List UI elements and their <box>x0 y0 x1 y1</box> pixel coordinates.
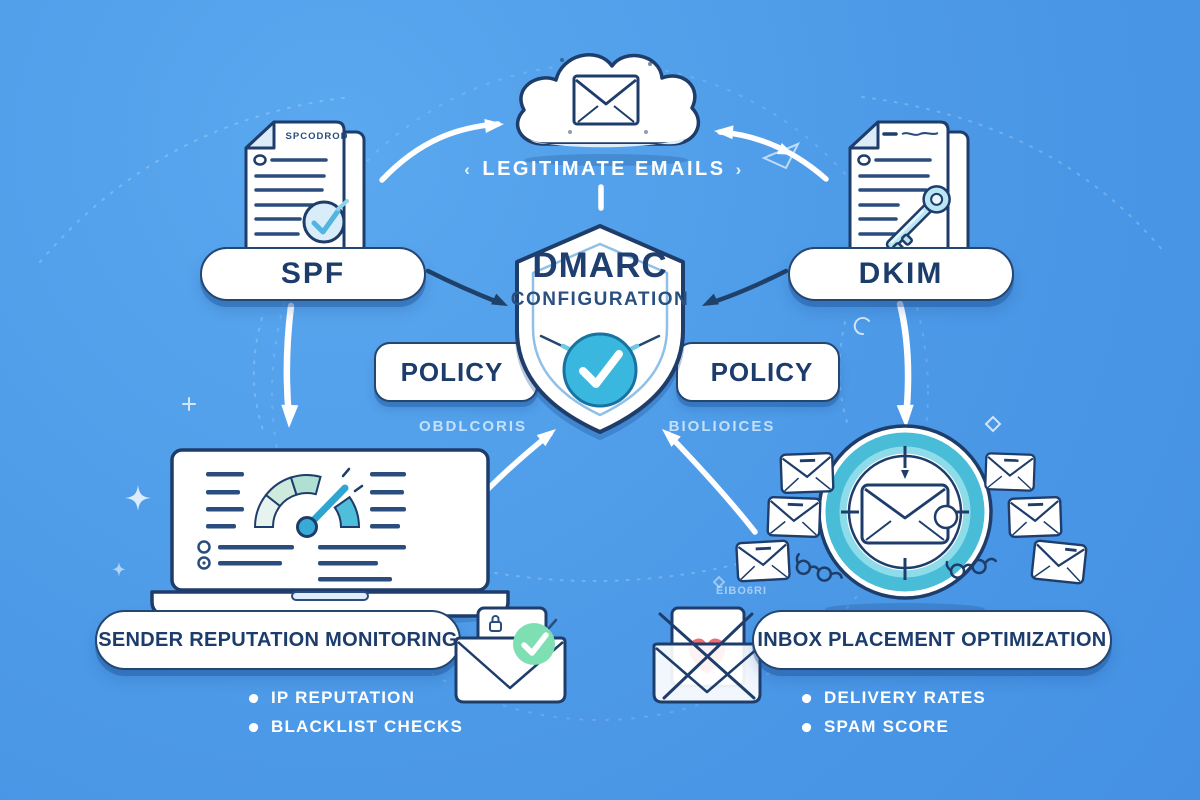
bullet-label: DELIVERY RATES <box>824 688 986 707</box>
arrow-dkim-to-target <box>896 300 912 422</box>
shield-check-circle <box>562 332 638 408</box>
legitimate-emails-text: LEGITIMATE EMAILS <box>482 158 726 180</box>
bullet-icon <box>247 692 260 704</box>
envelope-icon <box>735 539 791 583</box>
policy-left-node: POLICY <box>374 342 538 402</box>
list-item: SPAM SCORE <box>800 717 986 737</box>
sender-reputation-label: SENDER REPUTATION MONITORING <box>98 628 458 651</box>
glasses-doodle <box>945 557 998 579</box>
policy-left-label: POLICY <box>400 356 504 387</box>
inbox-bullets: DELIVERY RATES SPAM SCORE <box>800 688 986 737</box>
bullet-icon <box>800 721 813 733</box>
plus-doodle <box>182 397 196 411</box>
dmarc-title: DMARC <box>532 246 668 285</box>
bullet-label: IP REPUTATION <box>271 688 416 707</box>
left-tick: ‹ <box>464 160 473 179</box>
policy-right-label: POLICY <box>710 356 814 387</box>
glasses-doodle <box>795 552 843 582</box>
laptop-gauge-icon <box>150 448 510 625</box>
envelope-icon <box>779 451 835 495</box>
spf-node: SPF <box>200 247 426 301</box>
spf-doc-header: SPCODROD <box>285 131 349 142</box>
right-tick: › <box>735 160 744 179</box>
c-doodle <box>853 317 870 336</box>
envelope-icon <box>1007 495 1063 539</box>
list-item: IP REPUTATION <box>247 688 463 708</box>
legitimate-emails-label: ‹ LEGITIMATE EMAILS › <box>424 158 784 181</box>
arrow-spf-to-dmarc <box>425 268 503 306</box>
gauge-icon <box>253 474 361 528</box>
cloud-icon <box>515 53 701 166</box>
policy-right-node: POLICY <box>676 342 840 402</box>
spf-label: SPF <box>280 257 346 290</box>
green-check-circle <box>513 623 555 665</box>
arrow-spf-to-laptop <box>283 302 295 422</box>
check-circle-icon <box>302 200 346 244</box>
dkim-label: DKIM <box>858 257 944 290</box>
cross-lines <box>658 612 756 700</box>
dmarc-subtitle: CONFIGURATION <box>510 289 690 310</box>
policy-left-caption: OBDLCORIS <box>419 418 527 435</box>
checkmark-icon <box>579 350 623 388</box>
envelope-icon <box>766 495 822 539</box>
bullet-icon <box>247 721 260 733</box>
monitoring-bullets: IP REPUTATION BLACKLIST CHECKS <box>247 688 464 737</box>
inbox-placement-node: INBOX PLACEMENT OPTIMIZATION <box>752 610 1112 670</box>
bullet-label: BLACKLIST CHECKS <box>271 717 464 736</box>
dmarc-shield-icon <box>515 224 685 434</box>
bullet-icon <box>800 692 813 704</box>
policy-right-caption: BIOLIOICES <box>668 418 776 435</box>
list-item: DELIVERY RATES <box>800 688 986 708</box>
arrow-target-to-shield <box>665 431 758 535</box>
verified-envelope-icon <box>454 606 567 704</box>
target-caption: EIBO6RI <box>716 585 768 597</box>
envelope-icon <box>984 452 1036 492</box>
inbox-target-icon <box>817 424 993 615</box>
inbox-placement-label: INBOX PLACEMENT OPTIMIZATION <box>757 628 1107 651</box>
bullet-label: SPAM SCORE <box>824 717 950 736</box>
lock-icon <box>489 621 502 632</box>
sender-reputation-node: SENDER REPUTATION MONITORING <box>95 610 461 670</box>
arrow-dkim-to-dmarc <box>707 268 789 306</box>
crosshair-lines <box>841 446 969 580</box>
list-item: BLACKLIST CHECKS <box>247 717 464 737</box>
dkim-node: DKIM <box>788 247 1014 301</box>
spam-envelope-icon <box>652 606 762 704</box>
envelope-icon <box>1030 539 1088 585</box>
